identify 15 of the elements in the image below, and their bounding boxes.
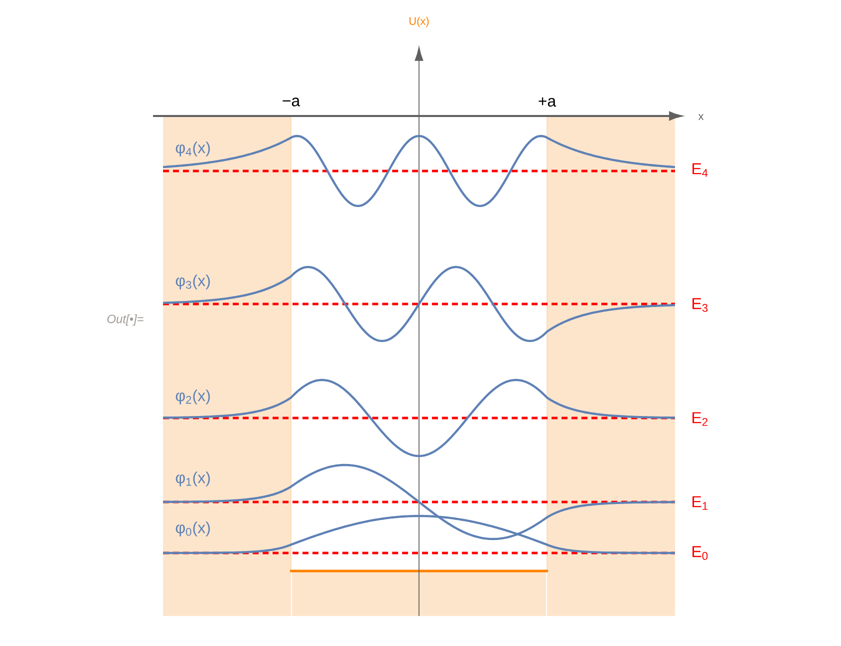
- tick-label: −a: [282, 98, 300, 106]
- output-prompt: Out[•]=: [107, 314, 144, 326]
- wavefunction-label: φ$_{4}$(x): [176, 142, 210, 156]
- tick-label: +a: [538, 97, 556, 107]
- wavefunction-label: φ$_{0}$(x): [176, 522, 210, 536]
- energy-label: E$_{3}$: [692, 298, 708, 312]
- wavefunction-label: φ$_{3}$(x): [176, 274, 210, 290]
- energy-label: E$_{0}$: [692, 546, 708, 560]
- energy-label: E$_{4}$: [692, 163, 708, 177]
- wavefunction-label: φ$_{2}$(x): [176, 390, 210, 404]
- energy-label: E$_{1}$: [692, 496, 708, 510]
- axis-label: x: [698, 114, 704, 120]
- wavefunction-label: φ$_{1}$(x): [176, 472, 210, 486]
- energy-label: E$_{2}$: [692, 412, 708, 426]
- axis-label: U(x): [410, 16, 429, 28]
